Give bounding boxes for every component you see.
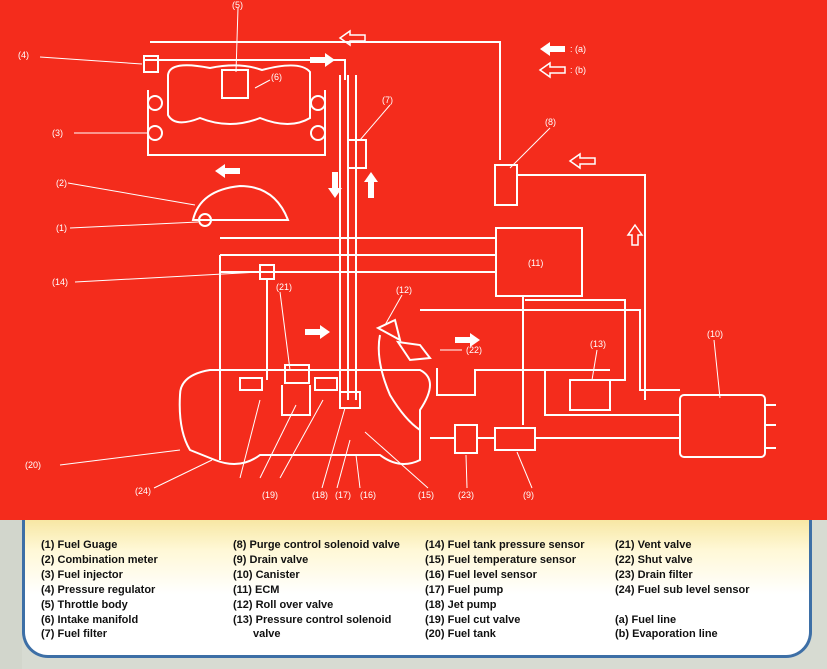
leader-lines — [39, 7, 721, 489]
key-label-a: : (a) — [570, 44, 586, 54]
callout-4: (4) — [18, 50, 29, 60]
legend-column-3: (14) Fuel tank pressure sensor (15) Fuel… — [425, 538, 585, 642]
evap-arrows — [338, 29, 644, 246]
callout-21: (21) — [276, 282, 292, 292]
callout-15: (15) — [418, 490, 434, 500]
callout-23: (23) — [458, 490, 474, 500]
flow-arrows — [215, 53, 480, 347]
legend-item: (24) Fuel sub level sensor — [615, 583, 750, 596]
ecm-box — [495, 227, 583, 297]
fuel-lines — [143, 41, 776, 465]
legend-item: (22) Shut valve — [615, 553, 693, 566]
legend-column-1: (1) Fuel Guage (2) Combination meter (3)… — [41, 538, 158, 642]
legend-item: (19) Fuel cut valve — [425, 613, 521, 626]
legend-item: (16) Fuel level sensor — [425, 568, 537, 581]
legend-item: (17) Fuel pump — [425, 583, 504, 596]
legend-item: (8) Purge control solenoid valve — [233, 539, 400, 551]
throttle-body — [221, 69, 249, 99]
purge-control-solenoid — [494, 164, 518, 206]
legend-column-2: (8) Purge control solenoid valve (9) Dra… — [233, 538, 400, 642]
key-label-b: : (b) — [570, 65, 586, 75]
legend-item: (b) Evaporation line — [615, 628, 718, 641]
intake-manifold — [167, 64, 311, 125]
callout-2: (2) — [56, 178, 67, 188]
combination-meter — [191, 184, 290, 221]
callout-8: (8) — [545, 117, 556, 127]
legend-item: (7) Fuel filter — [41, 628, 108, 641]
callout-9: (9) — [523, 490, 534, 500]
callout-16: (16) — [360, 490, 376, 500]
callout-24: (24) — [135, 486, 151, 496]
fuel-line-key-arrow — [540, 42, 565, 56]
legend-item: (18) Jet pump — [425, 598, 497, 611]
legend-item: (1) Fuel Guage — [41, 539, 118, 551]
legend-item: (20) Fuel tank — [425, 628, 496, 641]
callout-13: (13) — [590, 339, 606, 349]
legend-item: (5) Throttle body — [41, 598, 128, 611]
legend-item: (15) Fuel temperature sensor — [425, 553, 576, 566]
legend-item: (13) Pressure control solenoid — [233, 613, 392, 626]
fuel-filter — [347, 139, 367, 169]
callout-20: (20) — [25, 460, 41, 470]
page-margin-strip — [0, 520, 22, 669]
legend-item: (3) Fuel injector — [41, 568, 123, 581]
legend-item: (23) Drain filter — [615, 568, 693, 581]
legend-item: (4) Pressure regulator — [41, 583, 156, 596]
legend-item: (12) Roll over valve — [233, 598, 334, 611]
legend-item: valve — [253, 628, 281, 641]
callout-14: (14) — [52, 277, 68, 287]
callout-5: (5) — [232, 0, 243, 10]
callout-12: (12) — [396, 285, 412, 295]
arrow-key-labels: : (a) : (b) — [570, 44, 586, 75]
callout-11: (11) — [528, 258, 543, 268]
callout-7: (7) — [382, 95, 393, 105]
legend-column-4: (21) Vent valve (22) Shut valve (23) Dra… — [615, 538, 750, 642]
legend-item: (11) ECM — [233, 583, 280, 596]
legend-item: (a) Fuel line — [615, 613, 677, 626]
callout-3: (3) — [52, 128, 63, 138]
callout-19: (19) — [262, 490, 278, 500]
legend-item: (2) Combination meter — [41, 553, 158, 566]
legend-panel: (1) Fuel Guage (2) Combination meter (3)… — [22, 520, 812, 658]
legend-item: (6) Intake manifold — [41, 613, 139, 626]
pressure-control-solenoid — [569, 379, 611, 411]
legend-item: (21) Vent valve — [615, 539, 692, 551]
legend-item: (10) Canister — [233, 568, 300, 581]
callout-22: (22) — [466, 345, 482, 355]
callout-17: (17) — [335, 490, 351, 500]
legend-item: (9) Drain valve — [233, 553, 309, 566]
callout-1: (1) — [56, 223, 67, 233]
callout-6: (6) — [271, 72, 282, 82]
callout-labels: (4) (5) (6) (3) (2) (1) (7) (8) (11) (14… — [18, 0, 723, 500]
legend-item: (14) Fuel tank pressure sensor — [425, 539, 585, 551]
legend-item — [615, 598, 750, 613]
fuel-system-diagram: : (a) : (b) (4) (5) (6) (3) (2) (1) (7) … — [0, 0, 827, 520]
callout-18: (18) — [312, 490, 328, 500]
diagram-background — [0, 0, 827, 520]
pressure-regulator — [143, 55, 159, 73]
callout-10: (10) — [707, 329, 723, 339]
